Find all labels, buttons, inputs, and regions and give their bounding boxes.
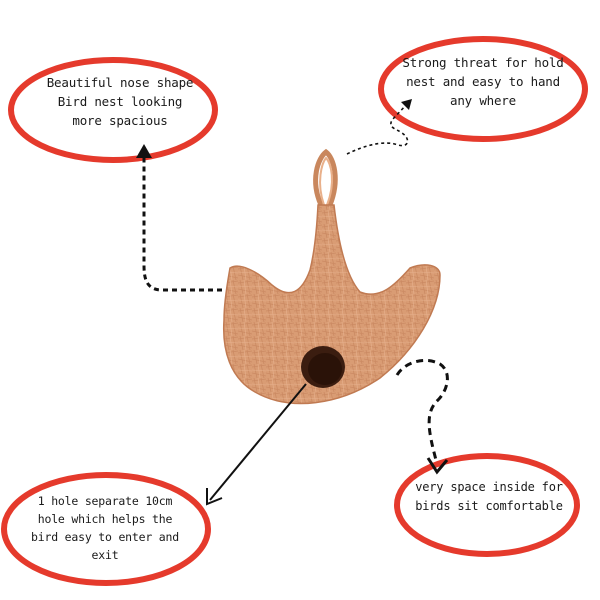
callout-text-inside-space: very space inside for birds sit comforta… — [415, 480, 563, 513]
callout-text-nose-shape: Beautiful nose shape Bird nest looking m… — [46, 75, 194, 128]
arrowhead-bottom-right — [426, 457, 449, 475]
bird-nest-image — [222, 148, 441, 405]
arrowhead-top-right — [401, 99, 412, 110]
arrowhead-top-left — [136, 144, 152, 158]
arrow-top-left — [142, 158, 222, 292]
arrow-bottom-left — [206, 383, 307, 506]
callout-text-strong-thread: Strong threat for hold nest and easy to … — [402, 55, 564, 108]
arrow-top-right — [346, 102, 409, 155]
callout-ellipse-bottom-right — [394, 453, 580, 557]
arrow-bottom-right — [395, 359, 449, 461]
callout-ellipse-top-left — [8, 57, 218, 163]
callout-ellipse-top-right — [378, 36, 588, 142]
callout-text-entrance-hole: 1 hole separate 10cm hole which helps th… — [31, 494, 179, 562]
callout-ellipse-bottom-left — [1, 472, 211, 586]
